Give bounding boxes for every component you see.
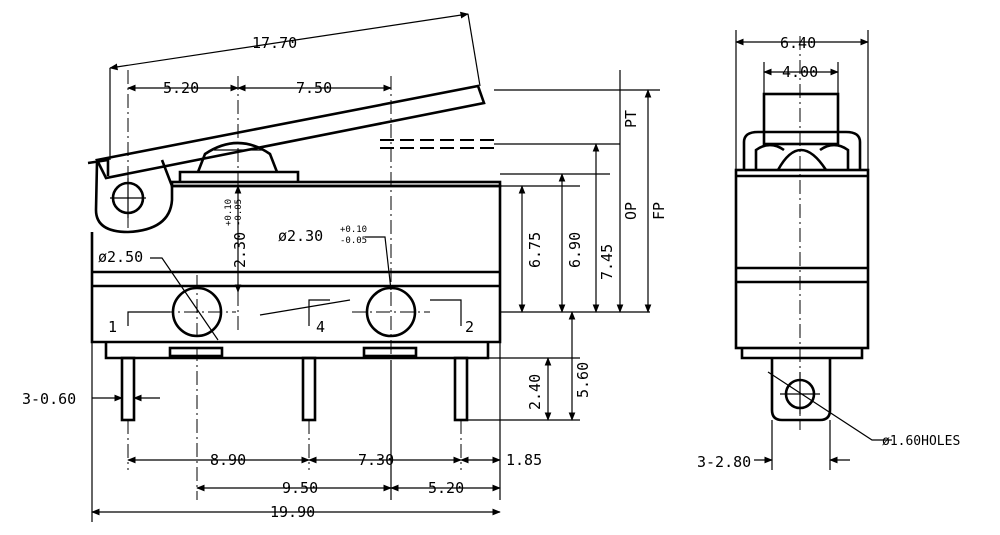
- dim-span-a: 9.50: [282, 479, 318, 497]
- dim-hole-dia: ø2.30: [278, 227, 323, 245]
- terminal-2-label: 2: [465, 318, 474, 336]
- switch-housing: [90, 170, 502, 360]
- dim-height-a: 6.75: [526, 232, 544, 268]
- end-plunger: [742, 92, 862, 171]
- dim-pin-width: 3-0.60: [22, 390, 76, 408]
- dim-pt-label: PT: [622, 110, 640, 128]
- end-pin-tab: [770, 358, 832, 422]
- terminal-pins: [120, 356, 469, 422]
- dim-hole-offset-tol-lower: -0.05: [234, 199, 244, 226]
- dim-pin-total: 5.60: [574, 362, 592, 398]
- terminal-4-label: 4: [316, 318, 325, 336]
- dim-end-pin-width: 3-2.80: [697, 453, 751, 471]
- dim-hole-dia-tol-lower: -0.05: [340, 236, 367, 246]
- dim-edge-right: 1.85: [506, 451, 542, 469]
- end-view: 6.40 4.00 3-2.80 ø1.60HOLES: [697, 30, 960, 471]
- dim-pitch-a: 8.90: [210, 451, 246, 469]
- dim-span-b: 5.20: [428, 479, 464, 497]
- dim-height-b: 6.90: [566, 232, 584, 268]
- side-view: 17.70 5.20 7.50 2.30 +0.10 -0.05 ø2.30 +…: [22, 11, 668, 522]
- dim-lever-length: 17.70: [252, 34, 297, 52]
- dim-hole-dia-tol-upper: +0.10: [340, 225, 367, 235]
- terminal-1-label: 1: [108, 318, 117, 336]
- lever-pivot: [94, 159, 174, 234]
- end-housing: [734, 168, 870, 360]
- dim-pin-length: 2.40: [526, 374, 544, 410]
- dim-pivot-to-plunger: 5.20: [163, 79, 199, 97]
- dim-overall-width: 6.40: [780, 34, 816, 52]
- dim-height-op: 7.45: [598, 244, 616, 280]
- holes-note: ø1.60HOLES: [882, 434, 960, 449]
- dim-hole-large: ø2.50: [98, 248, 143, 266]
- dim-fp-label: FP: [650, 202, 668, 220]
- dim-overall-length: 19.90: [270, 503, 315, 521]
- dim-plunger-to-ref: 7.50: [296, 79, 332, 97]
- dim-hole-offset-tol-upper: +0.10: [224, 199, 234, 226]
- mounting-holes: [160, 286, 430, 338]
- dim-hole-offset: 2.30: [231, 232, 249, 268]
- dim-plunger-width: 4.00: [782, 63, 818, 81]
- dim-pitch-b: 7.30: [358, 451, 394, 469]
- dim-op-label: OP: [622, 202, 640, 220]
- actuator-lever: [87, 84, 486, 180]
